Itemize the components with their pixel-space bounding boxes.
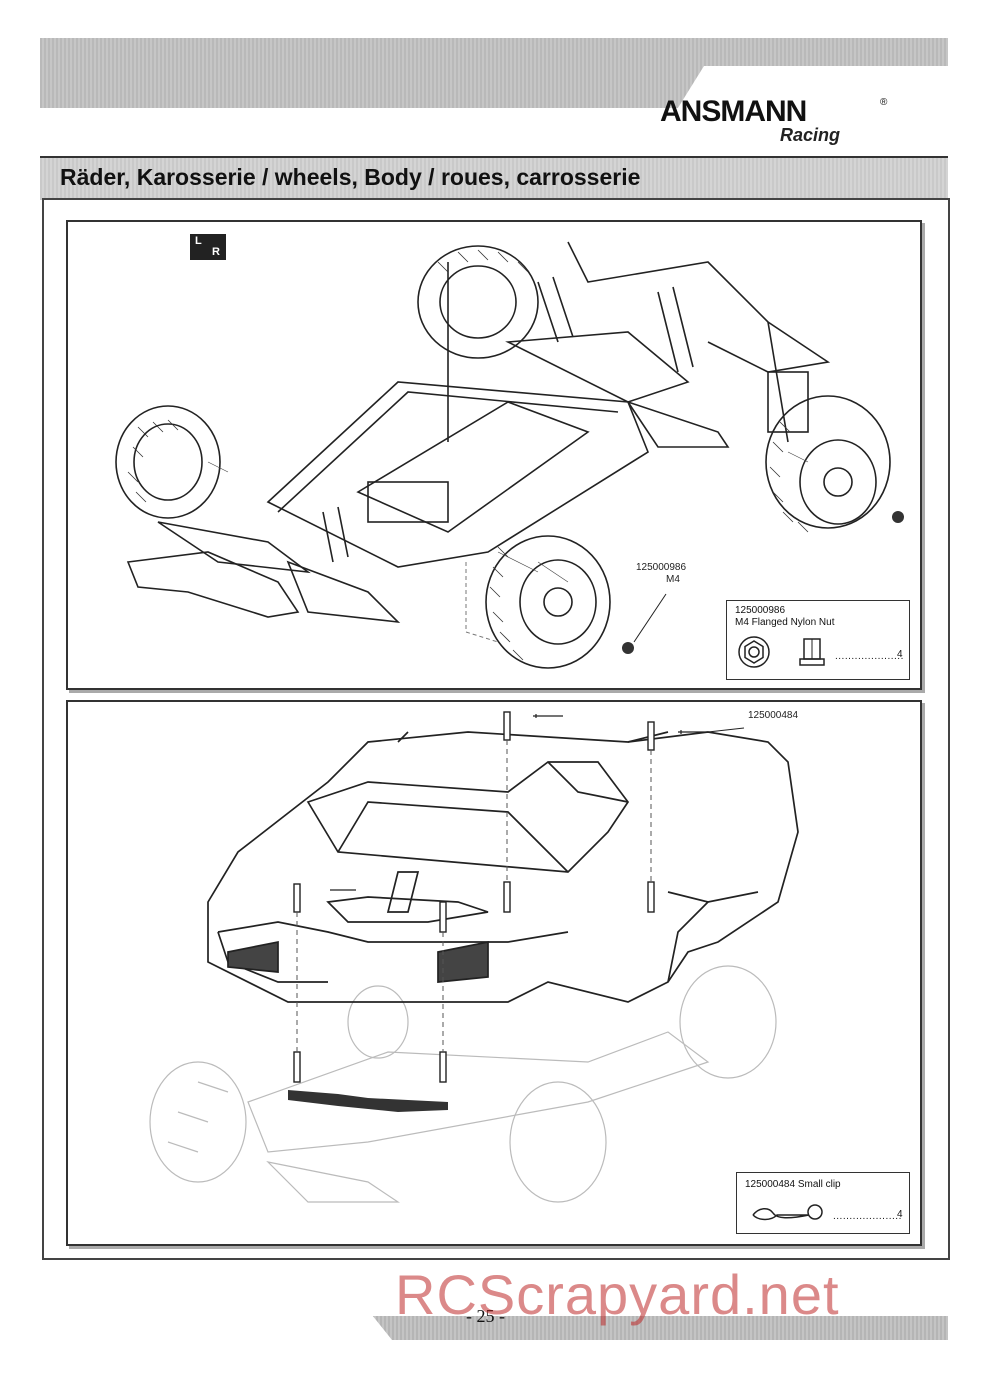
nut-part-number: 125000986 — [735, 605, 786, 616]
logo-racing: Racing — [780, 125, 841, 145]
section-title: Räder, Karosserie / wheels, Body / roues… — [60, 164, 641, 190]
lr-badge-left: L — [195, 235, 202, 247]
nut-parts-box: 125000986 M4 Flanged Nylon Nut .........… — [726, 600, 910, 680]
clip-quantity-leader: ..................... — [833, 1211, 902, 1222]
nut-part-name: M4 Flanged Nylon Nut — [735, 617, 835, 628]
body-clip-icon — [752, 1204, 823, 1221]
chassis-drawing — [115, 241, 904, 669]
left-right-badge: L R — [190, 234, 226, 260]
clip-parts-box: 125000484 Small clip ...................… — [736, 1172, 910, 1234]
body-mounting-panel: 125000484 125000484 Small clip .........… — [66, 700, 922, 1246]
wheels-assembly-panel: L R — [66, 220, 922, 690]
header-cutout — [648, 66, 1000, 156]
nut-callout-size: M4 — [666, 574, 680, 585]
lr-badge-right: R — [212, 246, 220, 258]
ansmann-racing-logo: ANSMANN ® Racing — [660, 95, 900, 155]
clip-callout-part-number: 125000484 — [748, 710, 799, 721]
nut-quantity-leader: ..................... — [835, 651, 904, 662]
logo-registered-mark: ® — [880, 97, 888, 108]
body-shell-drawing — [149, 711, 799, 1203]
footer-cutout — [0, 1290, 400, 1350]
nut-callout-part-number: 125000986 — [636, 562, 687, 573]
nut-quantity: 4 — [897, 649, 904, 660]
clip-part-label: 125000484 Small clip — [745, 1179, 841, 1190]
watermark: RCScrapyard.net — [395, 1263, 840, 1326]
page-number: - 25 - — [466, 1306, 505, 1326]
nut-side-view-icon — [799, 638, 825, 666]
nut-top-view-icon — [738, 636, 770, 668]
clip-quantity: 4 — [897, 1209, 904, 1220]
logo-brand: ANSMANN — [660, 95, 807, 128]
section-title-band: Räder, Karosserie / wheels, Body / roues… — [40, 156, 948, 200]
content-frame: L R — [42, 198, 950, 1260]
